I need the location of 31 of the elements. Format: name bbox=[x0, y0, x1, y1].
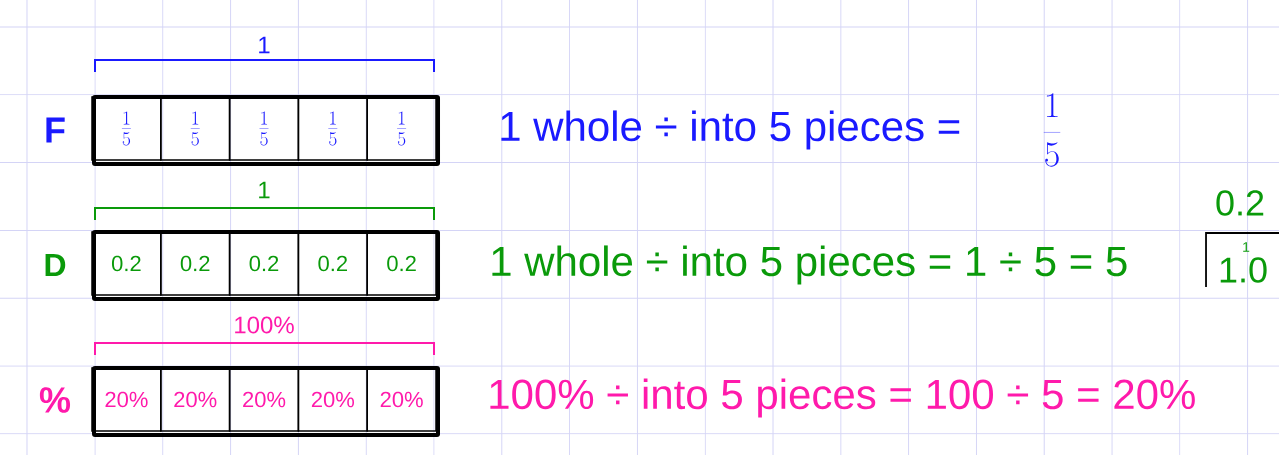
bar-cell: 20% bbox=[366, 367, 437, 432]
row-letter: F bbox=[46, 117, 65, 143]
dimension-label: 1 bbox=[259, 36, 270, 54]
equation: 1 whole ÷ into 5 pieces = bbox=[501, 110, 960, 150]
bar-cell: 20% bbox=[297, 367, 368, 432]
bar-cell: 20% bbox=[228, 367, 300, 432]
dividend: 1.0 bbox=[1220, 257, 1267, 283]
carry-digit: 1 bbox=[1243, 242, 1250, 252]
bar-cell: 0.2 bbox=[160, 231, 231, 296]
equation: 1 whole ÷ into 5 pieces = 1 ÷ 5 = 5 bbox=[492, 245, 1127, 285]
bar-cell: $\frac{1}{5}$ bbox=[228, 96, 300, 161]
bar-cell: 0.2 bbox=[366, 231, 437, 296]
row-letter: % bbox=[39, 387, 71, 413]
bar-cell: $\frac{1}{5}$ bbox=[160, 96, 231, 161]
bar-cell: 0.2 bbox=[297, 231, 368, 296]
bar-cell: 20% bbox=[91, 367, 162, 432]
bar-cell: $\frac{1}{5}$ bbox=[366, 96, 437, 161]
equation: 100% ÷ into 5 pieces = 100 ÷ 5 = 20% bbox=[490, 378, 1195, 418]
quotient: 0.2 bbox=[1216, 190, 1264, 216]
bar-cell: 0.2 bbox=[91, 231, 162, 296]
bar bbox=[92, 95, 440, 166]
bar-cell: $\frac{1}{5}$ bbox=[297, 96, 368, 161]
fraction: $\frac{1}{5}$ bbox=[1043, 93, 1061, 167]
bar-cell: $\frac{1}{5}$ bbox=[91, 96, 162, 161]
bar bbox=[92, 366, 440, 437]
dimension-label: 1 bbox=[259, 181, 270, 199]
dimension-label: 100% bbox=[235, 316, 294, 334]
bar bbox=[92, 230, 440, 301]
bar-cell: 0.2 bbox=[228, 231, 300, 296]
row-letter: D bbox=[45, 254, 66, 276]
bar-cell: 20% bbox=[160, 367, 231, 432]
